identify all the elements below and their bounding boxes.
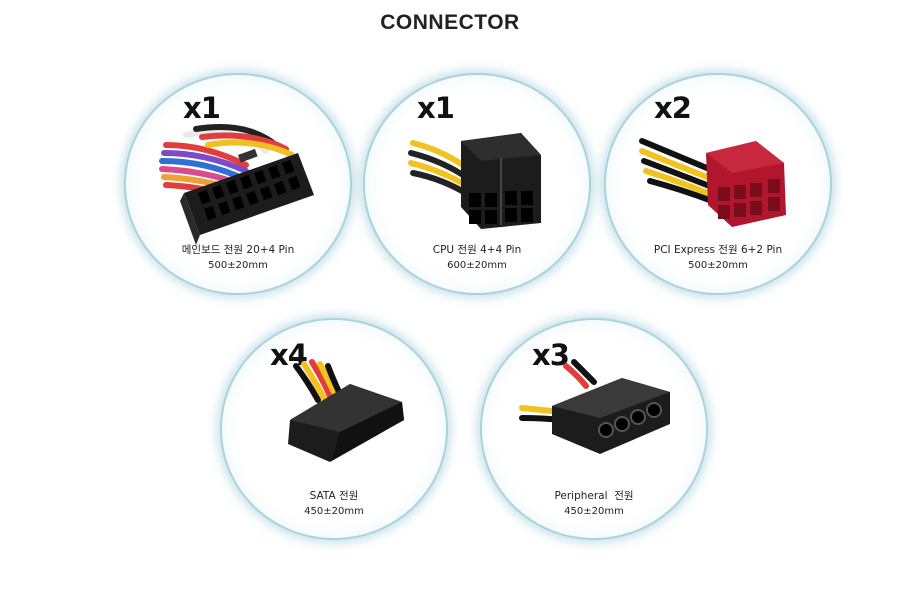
mainboard-connector-image bbox=[159, 124, 314, 245]
quantity-label: x1 bbox=[183, 91, 221, 125]
pci-express-connector-image bbox=[639, 138, 786, 227]
sata-connector-image bbox=[288, 359, 404, 462]
connector-name: SATA 전원 bbox=[309, 490, 359, 502]
connector-card-sata: x4 SATA 전원 450±20mm bbox=[220, 318, 448, 540]
peripheral-connector-image bbox=[519, 359, 670, 454]
cable-length: 600±20mm bbox=[447, 260, 507, 271]
connector-card-pci-express: x2 PCI Express 전원 6+2 Pin 500±20mm bbox=[604, 73, 832, 295]
cable-length: 500±20mm bbox=[688, 260, 748, 271]
connector-card-peripheral: x3 Peripheral 전원 450±20mm bbox=[480, 318, 708, 540]
connector-name: Peripheral 전원 bbox=[554, 490, 634, 502]
connector-card-cpu: x1 CPU 전원 4+4 Pin 600±20mm bbox=[363, 73, 591, 295]
cable-length: 500±20mm bbox=[208, 260, 268, 271]
quantity-label: x2 bbox=[654, 91, 692, 125]
cable-length: 450±20mm bbox=[564, 506, 624, 517]
cable-length: 450±20mm bbox=[304, 506, 364, 517]
cpu-connector-image bbox=[408, 133, 541, 229]
connector-name: 메인보드 전원 20+4 Pin bbox=[181, 244, 295, 256]
quantity-label: x4 bbox=[270, 338, 308, 372]
connector-name: PCI Express 전원 6+2 Pin bbox=[653, 244, 783, 256]
page-title: CONNECTOR bbox=[380, 11, 520, 34]
quantity-label: x1 bbox=[417, 91, 455, 125]
connector-card-mainboard: x1 bbox=[124, 73, 352, 295]
connector-name: CPU 전원 4+4 Pin bbox=[432, 244, 522, 256]
